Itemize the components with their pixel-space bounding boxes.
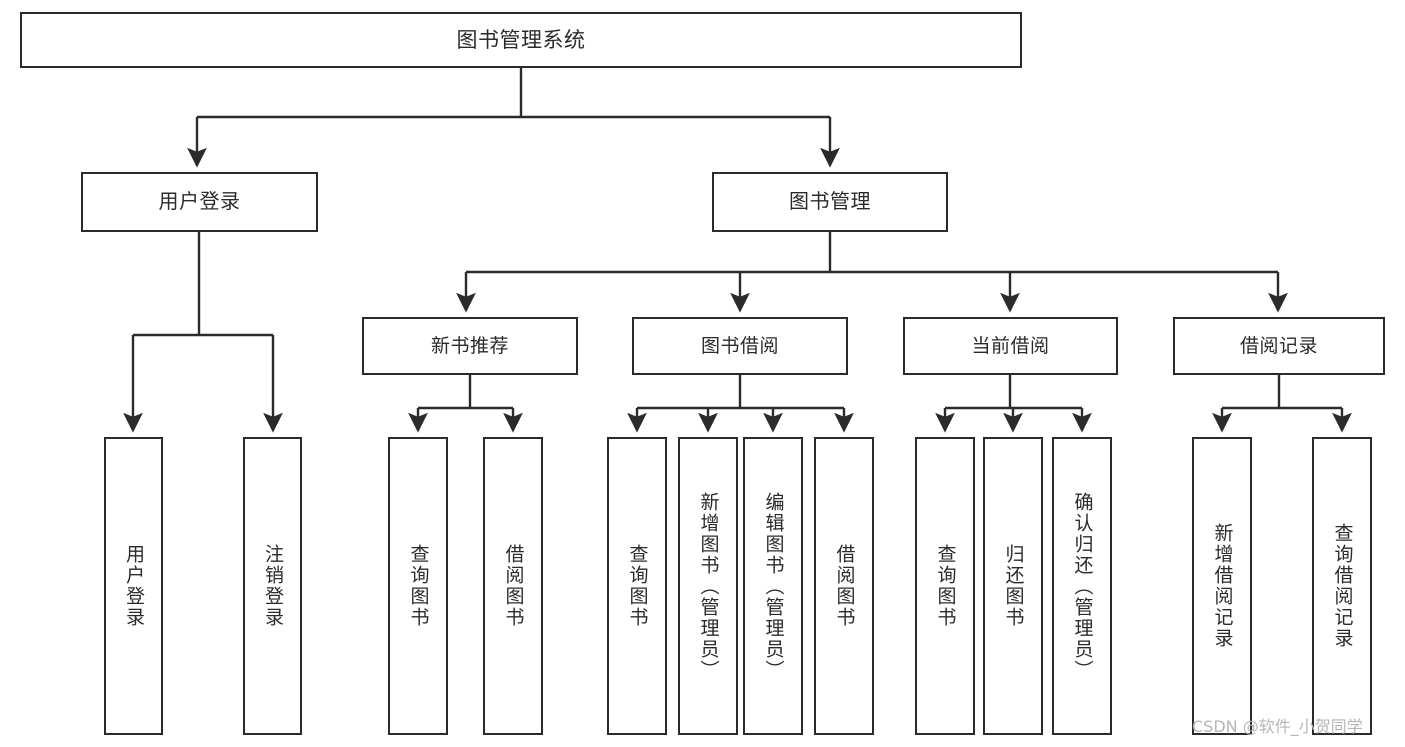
node-label: 图书管理 xyxy=(789,189,871,214)
node-label: 归还图书 xyxy=(1002,544,1025,628)
node-label: 注销登录 xyxy=(261,544,284,628)
node-leaf-query-book-3[interactable]: 查询图书 xyxy=(915,437,975,735)
node-leaf-borrow-book-1[interactable]: 借阅图书 xyxy=(483,437,543,735)
node-leaf-add-book[interactable]: 新增图书（管理员） xyxy=(678,437,738,735)
node-label: 图书管理系统 xyxy=(456,27,586,52)
node-leaf-logout[interactable]: 注销登录 xyxy=(243,437,302,735)
node-leaf-return-book[interactable]: 归还图书 xyxy=(983,437,1043,735)
node-root-system[interactable]: 图书管理系统 xyxy=(20,12,1022,68)
node-label: 新增借阅记录 xyxy=(1211,523,1234,649)
node-book-manage[interactable]: 图书管理 xyxy=(712,172,948,232)
node-user-login[interactable]: 用户登录 xyxy=(81,172,318,232)
node-label: 新增图书（管理员） xyxy=(697,491,720,681)
node-label: 借阅记录 xyxy=(1239,334,1318,357)
node-leaf-borrow-book-2[interactable]: 借阅图书 xyxy=(814,437,874,735)
node-label: 图书借阅 xyxy=(700,334,779,357)
node-leaf-query-book-1[interactable]: 查询图书 xyxy=(388,437,448,735)
node-new-book-recommend[interactable]: 新书推荐 xyxy=(362,317,578,375)
node-label: 用户登录 xyxy=(122,544,145,628)
node-current-borrow[interactable]: 当前借阅 xyxy=(903,317,1118,375)
node-label: 查询借阅记录 xyxy=(1331,523,1354,649)
node-leaf-query-record[interactable]: 查询借阅记录 xyxy=(1312,437,1372,735)
node-label: 当前借阅 xyxy=(971,334,1050,357)
node-label: 查询图书 xyxy=(934,544,957,628)
node-label: 借阅图书 xyxy=(833,544,856,628)
node-label: 确认归还（管理员） xyxy=(1071,491,1094,681)
node-label: 查询图书 xyxy=(626,544,649,628)
node-leaf-add-record[interactable]: 新增借阅记录 xyxy=(1192,437,1252,735)
node-label: 新书推荐 xyxy=(430,334,509,357)
node-label: 用户登录 xyxy=(158,189,241,214)
watermark-text: CSDN @软件_小贺同学 xyxy=(1192,717,1363,736)
node-label: 借阅图书 xyxy=(502,544,525,628)
node-leaf-user-login[interactable]: 用户登录 xyxy=(104,437,163,735)
node-leaf-edit-book[interactable]: 编辑图书（管理员） xyxy=(743,437,803,735)
node-leaf-query-book-2[interactable]: 查询图书 xyxy=(607,437,667,735)
node-borrow-record[interactable]: 借阅记录 xyxy=(1173,317,1385,375)
node-label: 查询图书 xyxy=(407,544,430,628)
node-book-borrow[interactable]: 图书借阅 xyxy=(632,317,848,375)
node-leaf-confirm-return[interactable]: 确认归还（管理员） xyxy=(1052,437,1112,735)
node-label: 编辑图书（管理员） xyxy=(762,491,785,681)
